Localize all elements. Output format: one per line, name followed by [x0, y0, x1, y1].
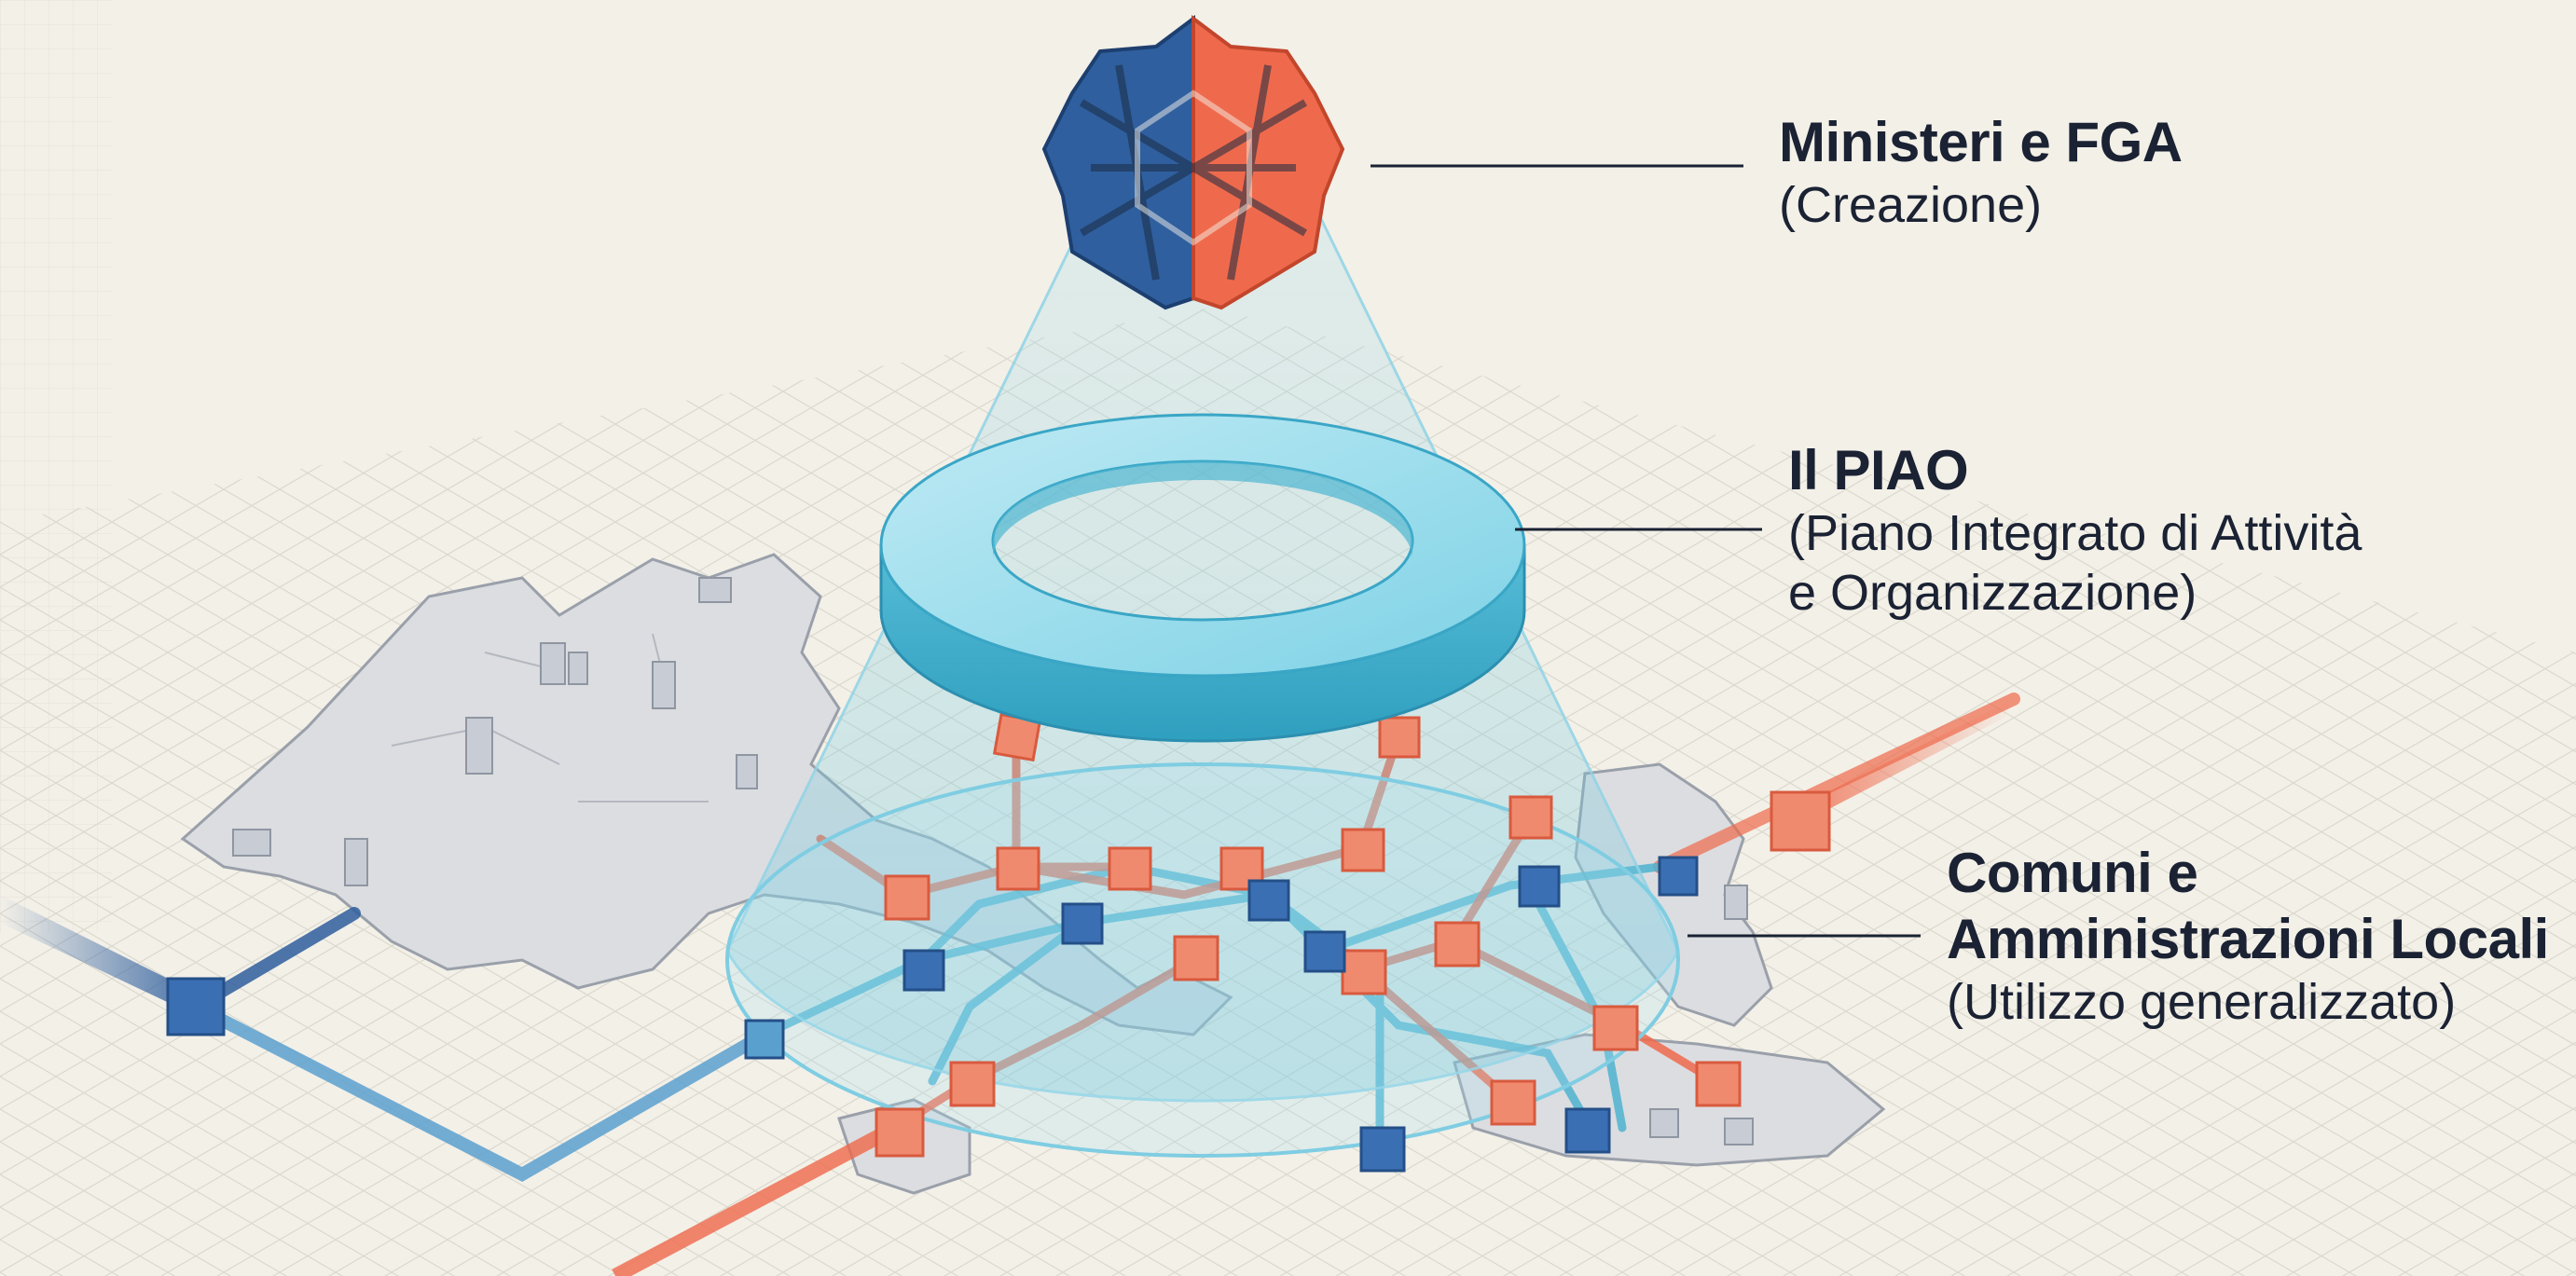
label-piao: Il PIAO (Piano Integrato di Attività e O… [1788, 438, 2362, 623]
label-piao-title: Il PIAO [1788, 439, 1969, 501]
label-comuni-title-line2: Amministrazioni Locali [1947, 907, 2549, 970]
piao-ring-icon [879, 413, 1526, 743]
network-node-icon [166, 712, 1831, 1173]
label-comuni: Comuni e Amministrazioni Locali (Utilizz… [1947, 841, 2549, 1032]
label-comuni-title-line1: Comuni e [1947, 842, 2198, 904]
label-ministeri-subtitle: (Creazione) [1779, 176, 2043, 233]
label-ministeri: Ministeri e FGA (Creazione) [1779, 110, 2183, 236]
label-comuni-subtitle: (Utilizzo generalizzato) [1947, 973, 2457, 1030]
label-ministeri-title: Ministeri e FGA [1779, 111, 2183, 173]
interlocking-knot-emblem-icon [1041, 15, 1345, 310]
label-piao-subtitle-line1: (Piano Integrato di Attività [1788, 504, 2362, 561]
orange-beam-right [612, 693, 2020, 1276]
label-piao-subtitle-line2: e Organizzazione) [1788, 564, 2197, 621]
leader-lines [1371, 164, 1921, 938]
